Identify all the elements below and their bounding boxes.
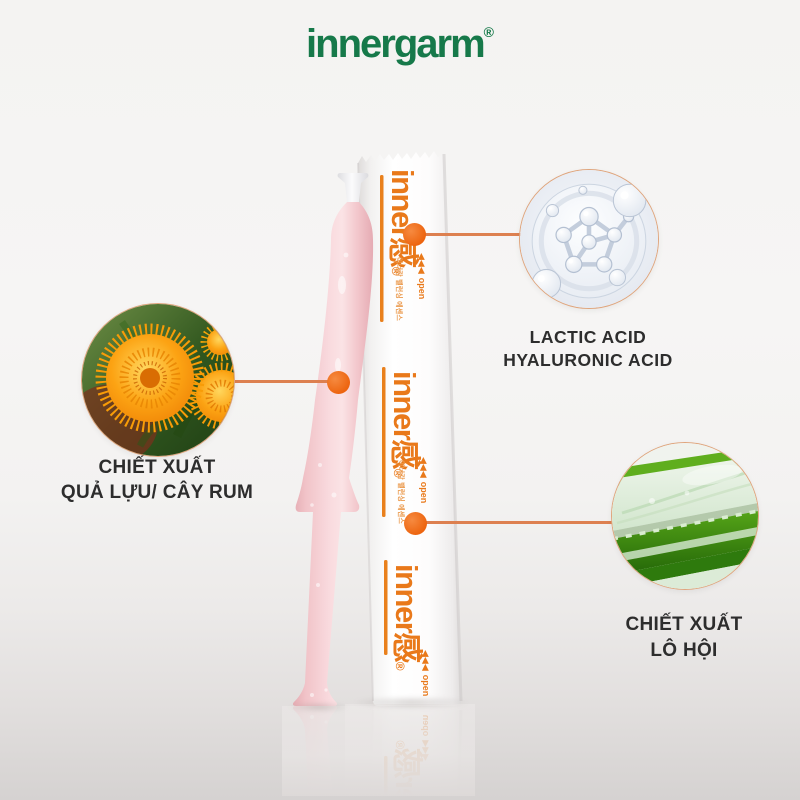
sachet-ground-shadow xyxy=(352,696,470,709)
applicator-reflection xyxy=(282,706,382,796)
sachet-brand-text: inner感 xyxy=(385,169,420,268)
brand-header: innergarm® xyxy=(0,22,800,67)
aloe-label-line2: LÔ HỘI xyxy=(650,640,718,661)
sachet-small-print: 이너감 밸런싱 에센스 xyxy=(395,257,404,321)
acids-label: LACTIC ACID HYALURONIC ACID xyxy=(438,326,738,372)
connector-dot-applicator xyxy=(327,371,350,394)
sachet-open-label: open xyxy=(417,278,427,300)
safflower-label: CHIẾT XUẤT QUẢ LỰU/ CÂY RUM xyxy=(7,455,307,505)
sachet-brand-text: inner感 xyxy=(387,371,422,470)
svg-text:inner感®: inner感® xyxy=(385,169,420,276)
aloe-label: CHIẾT XUẤT LÔ HỘI xyxy=(534,612,800,664)
safflower-photo xyxy=(81,303,235,457)
brand-logo: innergarm® xyxy=(306,22,494,66)
svg-text:◀◀◀open: ◀◀◀ open xyxy=(421,650,431,696)
open-arrows-icon: ◀◀◀ xyxy=(417,253,427,274)
svg-text:inner感®: inner感® xyxy=(387,371,422,478)
sachet-open-label: open xyxy=(419,482,429,504)
acids-label-line1: LACTIC ACID xyxy=(529,327,647,347)
connector-line-acids xyxy=(414,233,521,236)
connector-line-aloe xyxy=(415,521,613,524)
sachet-registered-mark: ® xyxy=(389,267,403,276)
sachet-brand-text: inner感 xyxy=(389,564,424,663)
acids-photo xyxy=(519,169,659,309)
sachet-registered-mark: ® xyxy=(391,469,405,478)
brand-logo-text: innergarm xyxy=(306,22,486,66)
safflower-label-line1: CHIẾT XUẤT xyxy=(98,457,216,478)
registered-trademark-icon: ® xyxy=(483,24,494,40)
aloe-label-line1: CHIẾT XUẤT xyxy=(625,614,743,635)
applicator-illustration xyxy=(292,173,374,706)
acids-label-line2: HYALURONIC ACID xyxy=(503,350,673,370)
connector-dot-sachet-top xyxy=(403,223,426,246)
sachet-illustration: inner感® 이너감 밸런싱 에센스 ◀◀◀open inner感® 이너감 … xyxy=(357,151,463,706)
svg-text:inner感®: inner感® xyxy=(389,564,424,671)
connector-dot-sachet-bottom xyxy=(404,512,427,535)
applicator-ground-shadow xyxy=(288,702,350,712)
sachet-open-label: open xyxy=(421,675,431,697)
svg-text:◀◀◀open: ◀◀◀ open xyxy=(419,457,429,503)
svg-text:◀◀◀open: ◀◀◀ open xyxy=(417,253,427,299)
sachet-registered-mark: ® xyxy=(393,662,407,671)
open-arrows-icon: ◀◀◀ xyxy=(421,650,431,671)
aloe-photo xyxy=(611,442,759,590)
safflower-label-line2: QUẢ LỰU/ CÂY RUM xyxy=(60,482,254,503)
open-arrows-icon: ◀◀◀ xyxy=(419,457,429,478)
sachet-small-print: 이너감 밸런싱 에센스 xyxy=(397,460,406,524)
connector-line-safflower xyxy=(232,380,338,383)
